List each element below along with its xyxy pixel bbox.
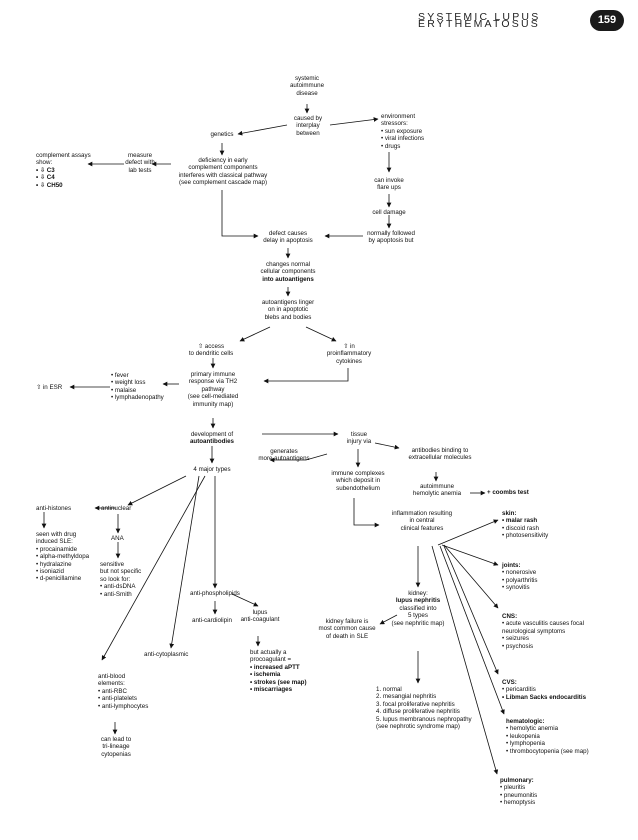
node-esr: ⇧ in ESR bbox=[36, 384, 63, 391]
node-cvs: CVS:• pericarditis• Libman Sacks endocar… bbox=[502, 679, 587, 701]
node-skin: skin:• malar rash• discoid rash• photose… bbox=[502, 510, 549, 540]
node-hematologic: hematologic:• hemolytic anemia• leukopen… bbox=[506, 718, 589, 755]
page-number-badge: 159 bbox=[590, 10, 624, 31]
node-cell-damage: cell damage bbox=[372, 209, 406, 216]
node-antinuclear: antinuclear bbox=[101, 505, 132, 512]
node-anti-cytoplasmic: anti-cytoplasmic bbox=[144, 651, 189, 658]
node-cns: CNS:• acute vasculitis causes focal neur… bbox=[502, 613, 584, 650]
node-anti-cardiolipin: anti-cardiolipin bbox=[192, 617, 232, 624]
node-genetics: genetics bbox=[210, 131, 234, 138]
node-anti-phospholipids: anti-phospholipids bbox=[190, 590, 240, 597]
node-anti-histones: anti-histones bbox=[36, 505, 72, 512]
node-coombs: + coombs test bbox=[487, 489, 529, 496]
node-four-types: 4 major types bbox=[193, 466, 231, 473]
node-ana: ANA bbox=[111, 535, 124, 542]
node-symptoms: • fever• weight loss• malaise• lymphaden… bbox=[111, 372, 164, 402]
running-header: SYSTEMIC LUPUS ERYTHEMATOSUS bbox=[418, 11, 541, 31]
node-joints: joints:• nonerosive• polyarthritis• syno… bbox=[502, 562, 538, 592]
node-pulmonary: pulmonary:• pleuritis• pneumonitis• hemo… bbox=[500, 777, 538, 807]
